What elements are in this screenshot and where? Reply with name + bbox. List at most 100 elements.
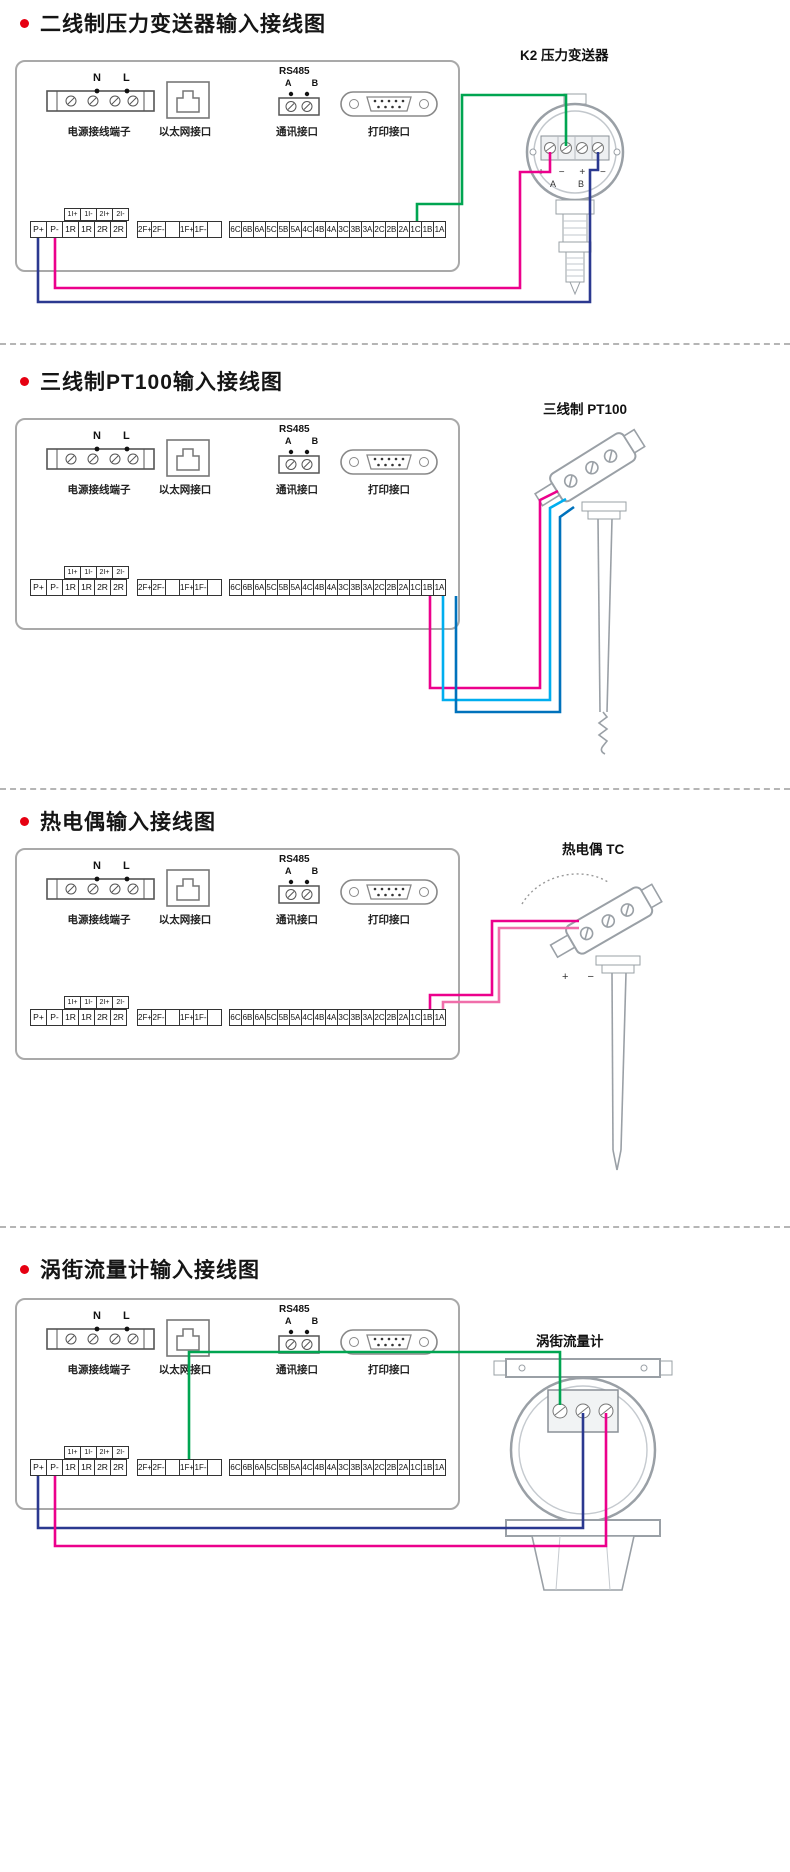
terminal-cell: 2F- xyxy=(151,579,166,596)
power-terminal-icon xyxy=(46,88,155,112)
comm-terminal-icon xyxy=(278,1329,320,1354)
device-4-label: 涡街流量计 xyxy=(536,1334,604,1349)
terminal-cell: 2F+ xyxy=(137,1459,152,1476)
ethernet-port-icon xyxy=(166,439,210,477)
printer-label: 打印接口 xyxy=(368,1364,410,1376)
ethernet-label: 以太网接口 xyxy=(158,126,212,138)
rs485-ab-label: A B xyxy=(285,436,328,446)
terminal-cell: 1I+ xyxy=(64,1446,81,1459)
terminal-cell: 1I+ xyxy=(64,566,81,579)
printer-port-icon xyxy=(340,91,438,117)
terminal-cell: 1I- xyxy=(80,996,97,1009)
terminal-cell: 1I- xyxy=(80,208,97,221)
terminal-cell: 1F- xyxy=(193,579,208,596)
recorder-panel-1: N L RS485 A B 电源接线端子 以 xyxy=(15,60,460,272)
terminal-cell: 2F- xyxy=(151,1459,166,1476)
strip-header: 1I+1I-2I+2I- xyxy=(64,566,129,579)
section-1-title-row: 二线制压力变送器输入接线图 xyxy=(20,8,326,38)
strip-header: 1I+1I-2I+2I- xyxy=(64,208,129,221)
printer-label: 打印接口 xyxy=(368,484,410,496)
terminal-cell: 2R xyxy=(94,579,111,596)
terminal-cell: 1F+ xyxy=(179,1009,194,1026)
recorder-panel-4: N L RS485 A B 电源接线端子 以 xyxy=(15,1298,460,1510)
transmitter-terminal-polarity: + − + − xyxy=(538,167,612,178)
terminal-cell: 1A xyxy=(433,221,446,238)
terminal-cell: P+ xyxy=(30,1009,47,1026)
power-terminal-icon xyxy=(46,446,155,470)
strip-mid: 2F+2F-1F+1F- xyxy=(137,1009,222,1026)
terminal-cell: 2F- xyxy=(151,1009,166,1026)
vortex-flowmeter-drawing xyxy=(493,1358,673,1591)
terminal-cell: P+ xyxy=(30,579,47,596)
strip-mid: 2F+2F-1F+1F- xyxy=(137,579,222,596)
terminal-cell: 2R xyxy=(110,221,127,238)
power-n-label: N xyxy=(93,430,101,442)
device-3-label: 热电偶 TC xyxy=(562,842,625,857)
power-label: 电源接线端子 xyxy=(67,1364,131,1376)
printer-port-icon xyxy=(340,879,438,905)
power-l-label: L xyxy=(123,72,130,84)
power-terminal-icon xyxy=(46,1326,155,1350)
terminal-cell: 1R xyxy=(62,221,79,238)
ethernet-label: 以太网接口 xyxy=(158,914,212,926)
terminal-cell: 1R xyxy=(78,579,95,596)
section-2-title-row: 三线制PT100输入接线图 xyxy=(20,366,283,396)
terminal-cell: P- xyxy=(46,579,63,596)
printer-label: 打印接口 xyxy=(368,126,410,138)
terminal-cell: P- xyxy=(46,1459,63,1476)
bullet-icon xyxy=(20,18,29,28)
power-l-label: L xyxy=(123,430,130,442)
section-divider xyxy=(0,1226,790,1228)
printer-label: 打印接口 xyxy=(368,914,410,926)
terminal-cell: 2F+ xyxy=(137,221,152,238)
rs485-title: RS485 xyxy=(279,1304,310,1315)
rs485-ab-label: A B xyxy=(285,78,328,88)
strip-mid: 2F+2F-1F+1F- xyxy=(137,221,222,238)
thermocouple-polarity: + − xyxy=(562,971,602,983)
ethernet-port-icon xyxy=(166,1319,210,1357)
terminal-cell xyxy=(165,579,180,596)
terminal-cell: 2F+ xyxy=(137,579,152,596)
terminal-cell: P+ xyxy=(30,221,47,238)
power-label: 电源接线端子 xyxy=(67,914,131,926)
rs485-title: RS485 xyxy=(279,66,310,77)
terminal-cell: 2R xyxy=(110,1459,127,1476)
printer-port-icon xyxy=(340,449,438,475)
terminal-cell: 3C xyxy=(337,1009,350,1026)
device-2-label: 三线制 PT100 xyxy=(543,402,628,417)
terminal-cell: 2R xyxy=(94,1459,111,1476)
section-3-title-row: 热电偶输入接线图 xyxy=(20,806,216,836)
power-label: 电源接线端子 xyxy=(67,126,131,138)
terminal-cell: 2I- xyxy=(112,996,129,1009)
terminal-cell: 1F- xyxy=(193,1009,208,1026)
terminal-cell xyxy=(207,221,222,238)
terminal-cell: 2I+ xyxy=(96,566,113,579)
terminal-cell: 2I+ xyxy=(96,996,113,1009)
comm-label: 通讯接口 xyxy=(276,914,318,926)
power-l-label: L xyxy=(123,1310,130,1322)
terminal-cell: 1F- xyxy=(193,1459,208,1476)
bullet-icon xyxy=(20,1264,29,1274)
terminal-cell: 1R xyxy=(62,579,79,596)
terminal-cell xyxy=(207,1459,222,1476)
thermocouple-drawing: + − xyxy=(521,873,663,1171)
device-1-label: K2 压力变送器 xyxy=(520,48,609,63)
terminal-cell: 1F+ xyxy=(179,221,194,238)
terminal-cell: 2I- xyxy=(112,1446,129,1459)
terminal-cell: 1F- xyxy=(193,221,208,238)
terminal-cell: 2I- xyxy=(112,566,129,579)
rs485-title: RS485 xyxy=(279,854,310,865)
terminal-cell xyxy=(207,579,222,596)
bullet-icon xyxy=(20,816,29,826)
terminal-cell: 2R xyxy=(110,1009,127,1026)
terminal-cell: P+ xyxy=(30,1459,47,1476)
terminal-cell xyxy=(207,1009,222,1026)
terminal-cell xyxy=(165,221,180,238)
